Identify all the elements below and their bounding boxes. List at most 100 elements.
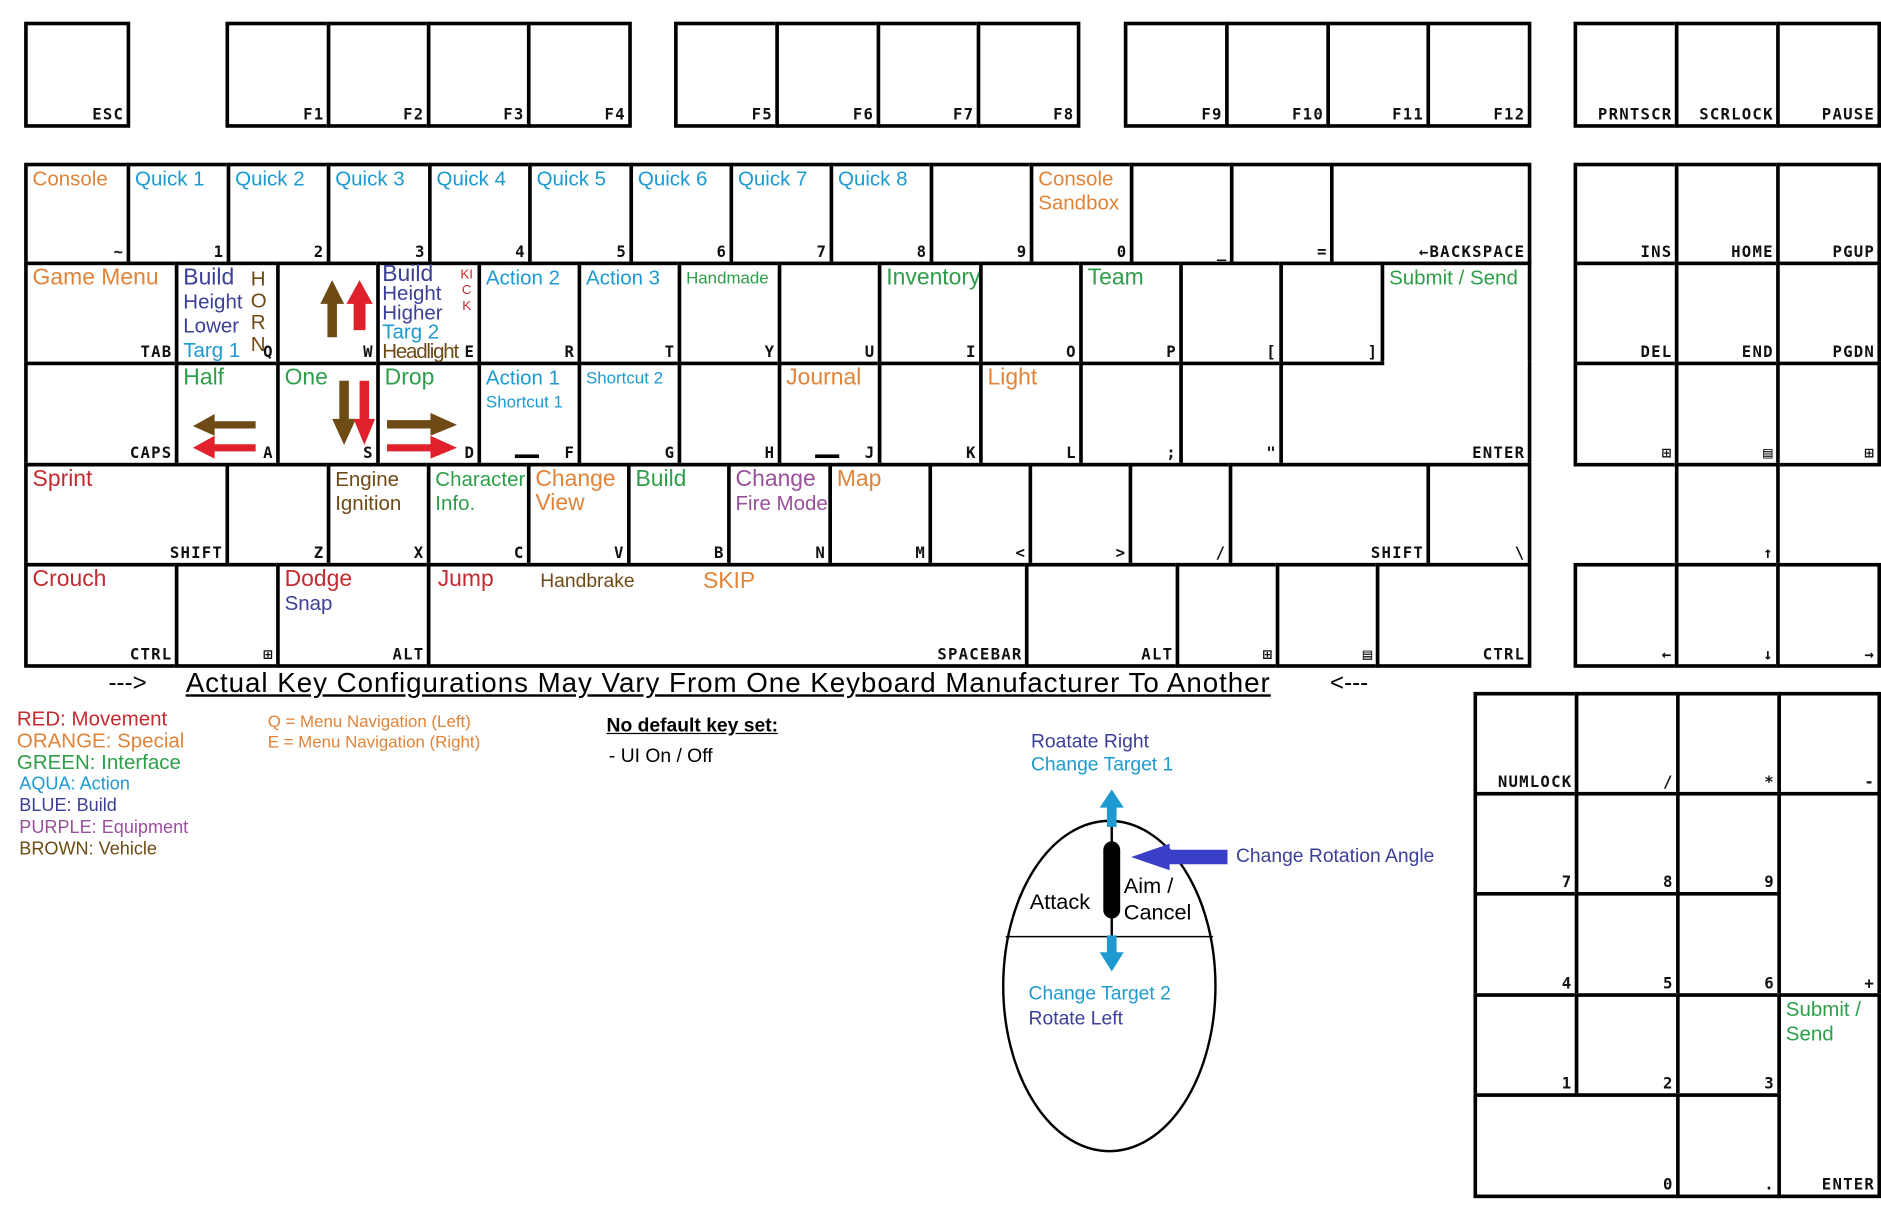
key-backspace[interactable]: ←BACKSPACE xyxy=(1329,162,1532,266)
key-u[interactable]: U xyxy=(777,261,882,366)
numpad-key-8[interactable]: 8 xyxy=(1574,791,1680,896)
key-symbol[interactable]: ; xyxy=(1079,361,1183,467)
key-symbol[interactable]: < xyxy=(928,462,1033,567)
key-symbol[interactable]: \ xyxy=(1426,462,1532,567)
numpad-key-minus[interactable]: - xyxy=(1777,691,1881,796)
key-caps[interactable]: CAPS xyxy=(24,361,179,467)
key-symbol[interactable]: ⊞ xyxy=(1175,562,1280,668)
key-symbol[interactable]: = xyxy=(1229,162,1334,266)
key-symbol[interactable]: ⊞ xyxy=(174,562,280,668)
key-alt[interactable]: ALT xyxy=(1024,562,1180,668)
key-f2[interactable]: F2 xyxy=(326,21,431,128)
key-f9[interactable]: F9 xyxy=(1123,21,1229,128)
key-f5[interactable]: F5 xyxy=(674,21,779,128)
key-k[interactable]: K xyxy=(877,361,983,467)
key-shift[interactable]: SHIFT xyxy=(1228,462,1431,567)
numpad-key-1[interactable]: 1 xyxy=(1473,993,1579,1097)
numpad-key-multiply[interactable]: * xyxy=(1676,691,1781,796)
key-f11[interactable]: F11 xyxy=(1326,21,1431,128)
key-scrlock[interactable]: SCRLOCK xyxy=(1674,21,1780,128)
key-f6[interactable]: F6 xyxy=(775,21,881,128)
key-9[interactable]: 9 xyxy=(929,162,1034,266)
key-arrow-down[interactable]: ↓ xyxy=(1674,562,1780,668)
key-esc[interactable]: ESC xyxy=(24,21,131,128)
key-prntscr[interactable]: PRNTSCR xyxy=(1573,21,1679,128)
key-arrow-up[interactable]: ↑ xyxy=(1674,462,1780,567)
key-f8[interactable]: F8 xyxy=(976,21,1081,128)
key-symbol[interactable]: > xyxy=(1028,462,1133,567)
numpad-key-decimal[interactable]: . xyxy=(1676,1093,1781,1199)
numpad-key-6[interactable]: 6 xyxy=(1676,891,1781,997)
key-h[interactable]: H xyxy=(677,361,782,467)
key-symbol[interactable]: " xyxy=(1179,361,1283,467)
key-w[interactable]: W xyxy=(276,261,380,366)
numpad-key-numlock[interactable]: NUMLOCK xyxy=(1473,691,1579,796)
key-menu[interactable]: ▤ xyxy=(1674,361,1780,467)
numpad-key-7[interactable]: 7 xyxy=(1473,791,1579,896)
key-f3[interactable]: F3 xyxy=(426,21,531,128)
key-arrow-right[interactable]: → xyxy=(1776,562,1881,668)
key-windows[interactable]: ⊞ xyxy=(1776,361,1881,467)
key-f10[interactable]: F10 xyxy=(1225,21,1330,128)
key-symbol[interactable]: / xyxy=(1128,462,1233,567)
numpad-key-divide[interactable]: / xyxy=(1574,691,1680,796)
key-pgup[interactable]: PGUP xyxy=(1776,162,1881,266)
key-enter[interactable]: ENTER xyxy=(1279,361,1532,467)
key-enter-top[interactable]: Submit / Send xyxy=(1380,261,1532,366)
numpad-key-5[interactable]: 5 xyxy=(1574,891,1680,997)
key-f12[interactable]: F12 xyxy=(1426,21,1532,128)
key-o[interactable]: O xyxy=(979,261,1083,366)
key-symbol[interactable]: ▤ xyxy=(1275,562,1380,668)
key-del[interactable]: DEL xyxy=(1573,261,1679,366)
numpad-key-2[interactable]: 2 xyxy=(1574,993,1680,1097)
numpad-key-9[interactable]: 9 xyxy=(1676,791,1781,896)
key-ctrl[interactable]: CTRL xyxy=(1375,562,1532,668)
numpad-key-3[interactable]: 3 xyxy=(1676,993,1781,1097)
key-z[interactable]: Z xyxy=(225,462,331,567)
numpad-key-4[interactable]: 4 xyxy=(1473,891,1579,997)
key-arrow-left[interactable]: ← xyxy=(1573,562,1679,668)
key-ins[interactable]: INS xyxy=(1573,162,1679,266)
key-f1[interactable]: F1 xyxy=(225,21,331,128)
numpad-key-0[interactable]: 0 xyxy=(1473,1093,1680,1199)
key-symbol[interactable]: ] xyxy=(1279,261,1385,366)
key-windows[interactable]: ⊞ xyxy=(1573,361,1679,467)
key-home[interactable]: HOME xyxy=(1674,162,1780,266)
key-symbol[interactable]: Console~ xyxy=(24,162,131,266)
key-f7[interactable]: F7 xyxy=(876,21,981,128)
